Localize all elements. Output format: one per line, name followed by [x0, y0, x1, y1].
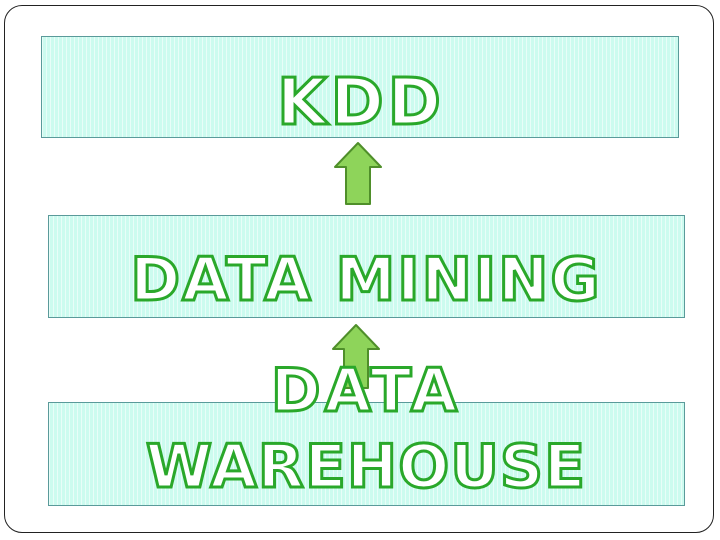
kdd-label: KDD [277, 66, 445, 140]
data-mining-layer-box [48, 215, 685, 318]
data-warehouse-label-line1: DATA [271, 356, 461, 426]
up-arrow-icon [334, 142, 382, 205]
kdd-layer-box [41, 36, 679, 138]
data-mining-label: DATA MINING [130, 245, 601, 315]
data-warehouse-layer-box [48, 402, 685, 506]
up-arrow-icon [332, 324, 380, 389]
data-warehouse-label-line2: WAREHOUSE [146, 432, 586, 502]
